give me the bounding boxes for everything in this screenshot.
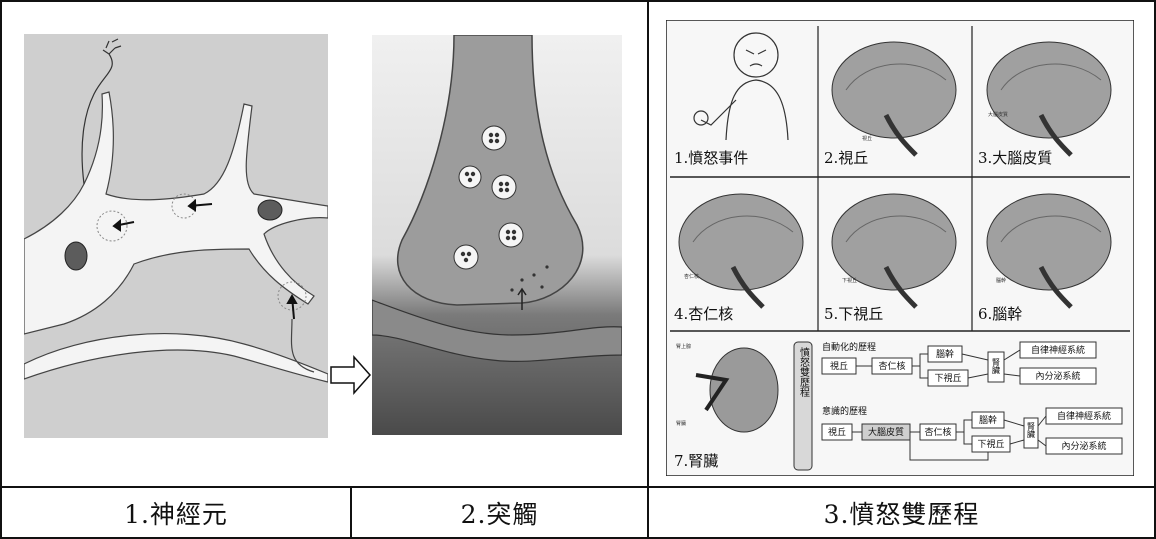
- neuron-nucleus-right: [258, 200, 282, 220]
- svg-text:大腦皮質: 大腦皮質: [868, 426, 904, 438]
- svg-text:自律神經系統: 自律神經系統: [1057, 410, 1111, 422]
- caption-anger: 3.憤怒雙歷程: [649, 487, 1154, 539]
- panel-label: 5.下視丘: [824, 305, 883, 323]
- synapse-drawing: [372, 35, 622, 435]
- table-border-top: [0, 0, 1156, 2]
- brain-sub-label: 大腦皮質: [988, 111, 1008, 118]
- svg-text:意識的歷程: 意識的歷程: [822, 405, 867, 417]
- kidney-label: 腎臟: [676, 420, 686, 427]
- adrenal-label: 腎上腺: [676, 343, 691, 350]
- table-border-left: [0, 0, 2, 539]
- neuron-nucleus-left: [65, 242, 87, 270]
- svg-text:杏仁核: 杏仁核: [878, 360, 905, 372]
- svg-text:視丘: 視丘: [828, 426, 846, 438]
- panel-label: 2.視丘: [824, 149, 868, 167]
- svg-text:腎臟: 腎臟: [992, 358, 1001, 375]
- table-divider-main: [647, 0, 649, 539]
- right-arrow-icon: [330, 355, 372, 395]
- svg-text:自動化的歷程: 自動化的歷程: [822, 341, 876, 353]
- brain-sub-label: 下視丘: [842, 277, 857, 284]
- caption-neuron: 1.神經元: [2, 487, 350, 539]
- anger-dual-process-poster: 視丘 大腦皮質 杏仁核 下視丘: [666, 20, 1134, 476]
- svg-text:視丘: 視丘: [830, 360, 848, 372]
- panel-label: 4.杏仁核: [674, 305, 733, 323]
- svg-text:腦幹: 腦幹: [936, 348, 954, 360]
- brain-sub-label: 視丘: [862, 135, 872, 142]
- panel-label: 7.腎臟: [674, 452, 718, 470]
- svg-text:內分泌系統: 內分泌系統: [1035, 370, 1080, 382]
- panel-label: 6.腦幹: [978, 305, 1022, 323]
- flowchart-side-label: 憤怒雙歷程: [798, 347, 810, 397]
- svg-text:自律神經系統: 自律神經系統: [1031, 344, 1085, 356]
- neuron-drawing: [24, 34, 328, 438]
- svg-text:下視丘: 下視丘: [934, 372, 961, 384]
- svg-text:腎臟: 腎臟: [1027, 422, 1036, 439]
- caption-synapse: 2.突觸: [352, 487, 647, 539]
- panel-label: 3.大腦皮質: [978, 149, 1052, 167]
- svg-text:腦幹: 腦幹: [979, 414, 997, 426]
- svg-text:下視丘: 下視丘: [977, 438, 1004, 450]
- brain-sub-label: 杏仁核: [684, 273, 699, 280]
- panel-label: 1.憤怒事件: [674, 149, 748, 167]
- svg-text:內分泌系統: 內分泌系統: [1061, 440, 1106, 452]
- brain-sub-label: 腦幹: [996, 277, 1006, 284]
- svg-text:杏仁核: 杏仁核: [924, 426, 951, 438]
